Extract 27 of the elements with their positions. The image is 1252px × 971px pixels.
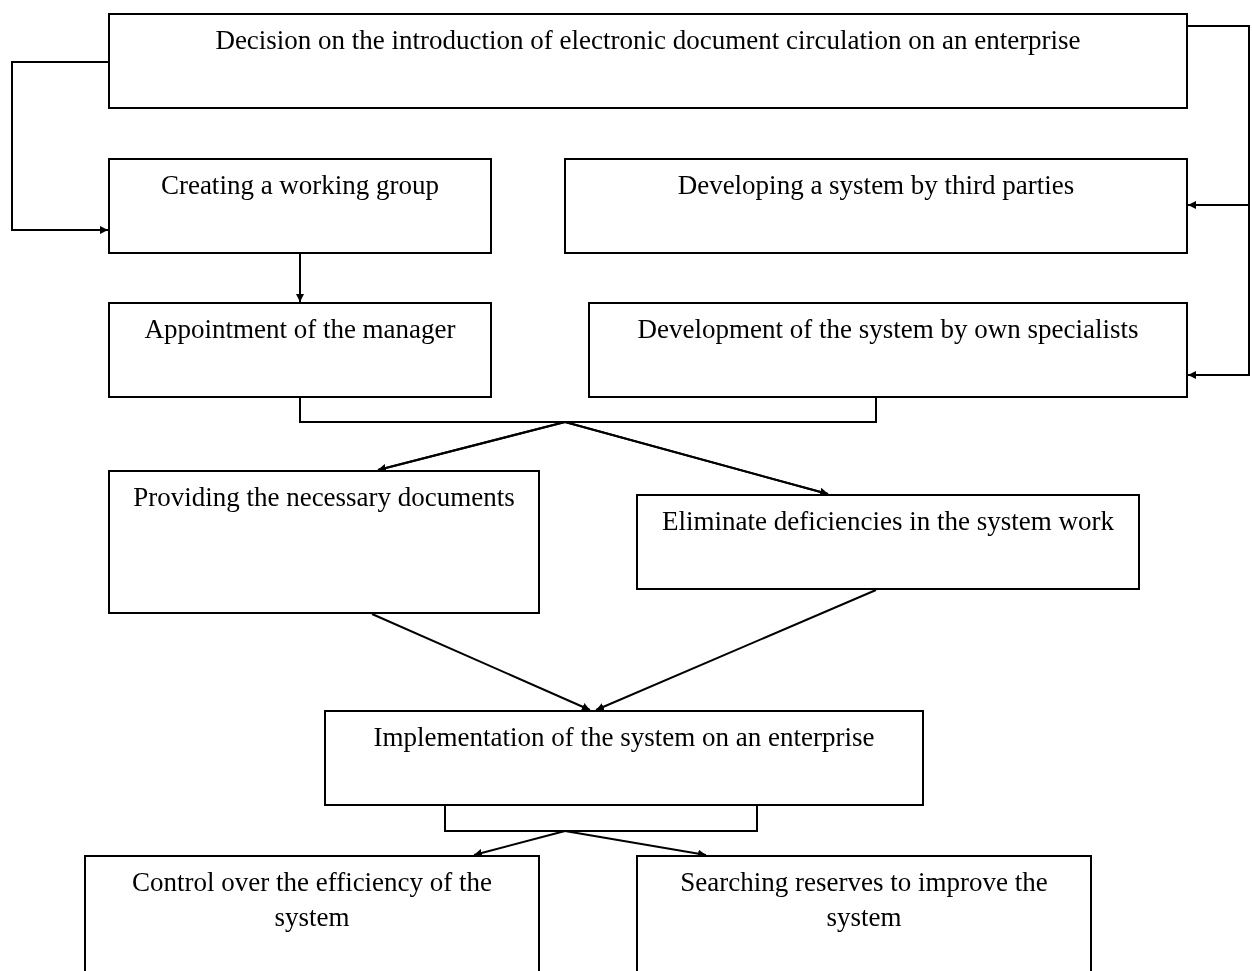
process-box bbox=[84, 855, 540, 971]
box-label: Eliminate deficiencies in the system work bbox=[661, 505, 1115, 538]
box-label: Implementation of the system on an enterprise bbox=[373, 721, 875, 754]
process-box bbox=[108, 158, 492, 254]
process-box bbox=[636, 855, 1092, 971]
arrow bbox=[371, 613, 591, 711]
box-label: Providing the necessary documents bbox=[133, 481, 515, 514]
process-box bbox=[564, 158, 1188, 254]
process-box bbox=[108, 302, 492, 398]
process-box bbox=[108, 13, 1188, 109]
process-box bbox=[108, 470, 540, 614]
box-label: Searching reserves to improve the system bbox=[679, 866, 1049, 935]
box-label: Appointment of the manager bbox=[144, 313, 456, 346]
arrow bbox=[296, 253, 304, 303]
process-box bbox=[636, 494, 1140, 590]
arrow bbox=[1187, 25, 1250, 379]
box-label: Control over the efficiency of the system bbox=[130, 866, 494, 935]
process-box bbox=[588, 302, 1188, 398]
arrow bbox=[595, 589, 877, 711]
box-label: Decision on the introduction of electronic document circulation on an enterprise bbox=[215, 24, 1081, 57]
process-box bbox=[324, 710, 924, 806]
arrow bbox=[444, 805, 566, 857]
box-label: Development of the system by own specialists bbox=[637, 313, 1139, 346]
box-label: Developing a system by third parties bbox=[677, 169, 1075, 202]
arrow bbox=[11, 61, 109, 234]
arrow bbox=[564, 805, 758, 858]
box-label: Creating a working group bbox=[160, 169, 440, 202]
